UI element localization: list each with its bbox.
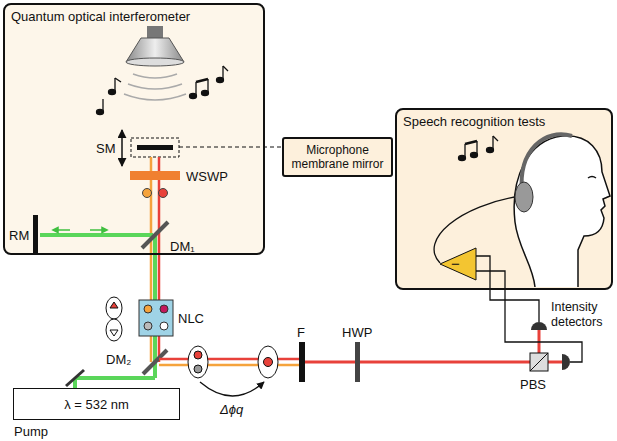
drawing-part <box>493 136 498 141</box>
reference-mirror <box>33 215 38 255</box>
drawing-part <box>147 26 163 38</box>
photon <box>159 189 168 198</box>
panel-fill <box>14 389 179 419</box>
pump-beam <box>40 233 153 237</box>
music-notes <box>459 136 499 161</box>
panel-fill <box>4 4 264 254</box>
drawing-part <box>106 319 122 341</box>
drawing-part <box>194 351 202 359</box>
drawing-part <box>160 305 168 313</box>
panel-fill <box>396 109 612 289</box>
state-icon <box>188 346 278 378</box>
drawing-part <box>124 74 186 100</box>
filter <box>299 342 305 382</box>
detector <box>531 322 547 330</box>
laser-box: λ = 532 nm <box>13 388 180 420</box>
part-label: PBS <box>520 377 546 392</box>
motion-arrow <box>121 130 123 166</box>
beam <box>305 361 531 364</box>
part-label: NLC <box>178 311 204 326</box>
dichroic-mirror <box>143 350 167 374</box>
drawing-part <box>102 99 103 112</box>
crystal <box>139 300 173 336</box>
beam-splitter <box>530 353 548 371</box>
membrane-mirror <box>137 145 173 150</box>
drawing-part <box>222 66 223 80</box>
panel-fill <box>283 138 392 176</box>
drawing-part <box>139 300 173 336</box>
part-label: F <box>297 325 305 340</box>
drawing-part <box>223 66 228 71</box>
node-text: Quantum optical interferometer <box>11 9 257 24</box>
waveplate <box>130 171 180 180</box>
phase-label: Δϕq <box>220 402 243 417</box>
beam-splitter <box>530 353 548 371</box>
part-label: Pump <box>14 424 48 439</box>
arrow <box>90 229 105 231</box>
amplifier-sign: − <box>451 255 460 272</box>
part-label: HWP <box>342 325 372 340</box>
drawing-part <box>144 305 152 313</box>
phase-arrow <box>200 382 264 396</box>
leader-line <box>179 147 282 148</box>
beam <box>159 358 300 361</box>
entanglement-icon <box>106 297 122 341</box>
pump-beam <box>75 376 155 380</box>
music-notes <box>97 66 229 115</box>
detector <box>562 354 570 370</box>
loudspeaker <box>124 26 186 100</box>
wire <box>434 196 521 263</box>
drawing-part <box>195 82 196 96</box>
drawing-part <box>258 346 278 378</box>
drawing-part <box>160 322 168 330</box>
head <box>514 136 610 287</box>
eye <box>588 177 596 179</box>
part-label: SM <box>96 141 116 156</box>
group-panel: Speech recognition tests <box>395 108 613 290</box>
half-wave-plate <box>355 342 360 382</box>
drawing-part <box>492 136 493 150</box>
drawing-part <box>476 141 477 155</box>
part-label: DM₁ <box>170 239 195 254</box>
drawing-part <box>196 79 208 82</box>
arrow <box>55 229 70 231</box>
process-box: Microphone membrane mirror <box>282 137 393 177</box>
dichroic-mirror <box>142 222 168 248</box>
drawing-part <box>106 297 122 319</box>
part-label: Intensity detectors <box>551 300 613 329</box>
drawing-part <box>110 302 118 308</box>
drawing-part <box>126 58 184 66</box>
amplifier <box>440 248 476 280</box>
drawing-part <box>110 330 118 336</box>
drawing-part <box>515 182 533 212</box>
beam <box>159 364 300 367</box>
node-text: Microphone membrane mirror <box>290 143 385 171</box>
photon <box>143 189 152 198</box>
drawing-part <box>464 144 465 158</box>
drawing-part <box>465 141 477 144</box>
beam <box>548 361 562 364</box>
part-label: WSWP <box>186 169 228 184</box>
mirror <box>66 370 84 386</box>
group-panel: Quantum optical interferometer <box>3 3 265 255</box>
drawing-part <box>194 365 202 373</box>
drawing-part <box>207 79 208 93</box>
mirror-frame <box>131 138 179 157</box>
drawing-part <box>115 78 121 82</box>
headphones <box>515 134 572 212</box>
drawing-part <box>188 346 208 378</box>
drawing-part <box>522 134 572 192</box>
part-label: RM <box>9 228 29 243</box>
node-text: λ = 532 nm <box>20 397 173 412</box>
drawing-part <box>144 322 152 330</box>
drawing-part <box>114 78 115 92</box>
drawing-part <box>264 358 273 367</box>
node-text: Speech recognition tests <box>403 114 605 129</box>
part-label: DM₂ <box>106 352 131 367</box>
